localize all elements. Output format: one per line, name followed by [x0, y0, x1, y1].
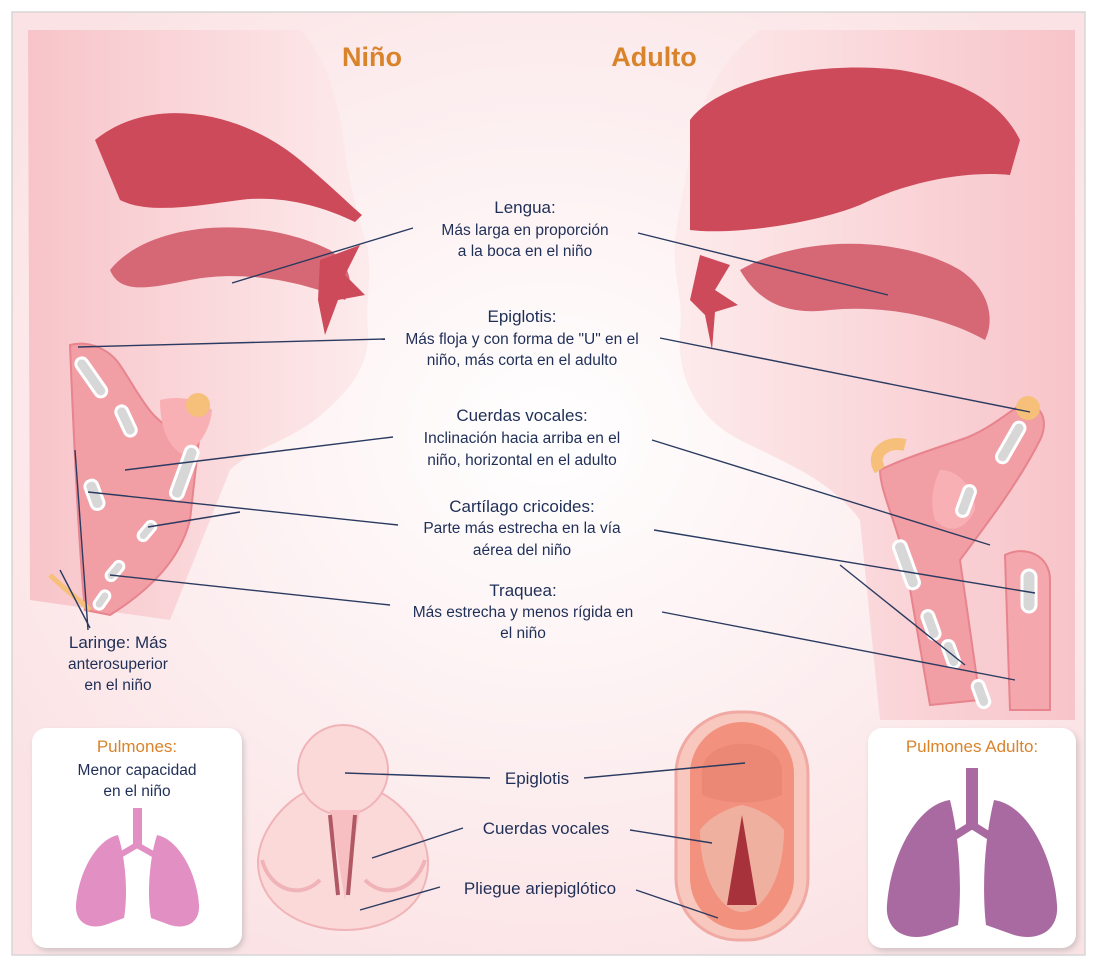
laringe-line-1: Laringe: Más	[69, 633, 167, 652]
lungs-child-title: Pulmones:	[97, 737, 177, 756]
bottom-label-cuerdas: Cuerdas vocales	[483, 819, 610, 838]
traquea-line-1: Más estrecha y menos rígida en	[413, 604, 634, 621]
adult-larynx-view	[676, 712, 808, 940]
laringe-line-2: anterosuperior	[68, 656, 168, 673]
lungs-child-line-2: en el niño	[103, 783, 170, 800]
cuerdas-line-1: Inclinación hacia arriba en el	[424, 430, 620, 447]
traquea-title: Traquea:	[489, 581, 556, 600]
lungs-adult-title: Pulmones Adulto:	[906, 737, 1038, 756]
cuerdas-title: Cuerdas vocales:	[456, 406, 587, 425]
child-title: Niño	[342, 42, 402, 72]
bottom-label-pliegue: Pliegue ariepiglótico	[464, 879, 616, 898]
lengua-title: Lengua:	[494, 198, 555, 217]
lengua-line-2: a la boca en el niño	[458, 243, 592, 260]
cuerdas-line-2: niño, horizontal en el adulto	[427, 452, 617, 469]
epiglotis-line-1: Más floja y con forma de "U" en el	[405, 331, 638, 348]
adult-title: Adulto	[611, 42, 696, 72]
lungs-child-line-1: Menor capacidad	[78, 762, 197, 779]
epiglotis-line-2: niño, más corta en el adulto	[427, 352, 617, 369]
cricoides-line-2: aérea del niño	[473, 542, 571, 559]
epiglotis-title: Epiglotis:	[488, 307, 557, 326]
cricoides-title: Cartílago cricoides:	[449, 497, 595, 516]
cricoides-line-1: Parte más estrecha en la vía	[423, 520, 621, 537]
lungs-adult-box: Pulmones Adulto:	[868, 728, 1076, 948]
traquea-line-2: el niño	[500, 625, 546, 642]
lengua-line-1: Más larga en proporción	[441, 222, 608, 239]
lungs-child-box: Pulmones: Menor capacidad en el niño	[32, 728, 242, 948]
bottom-label-epiglotis: Epiglotis	[505, 769, 569, 788]
laringe-line-3: en el niño	[84, 677, 151, 694]
